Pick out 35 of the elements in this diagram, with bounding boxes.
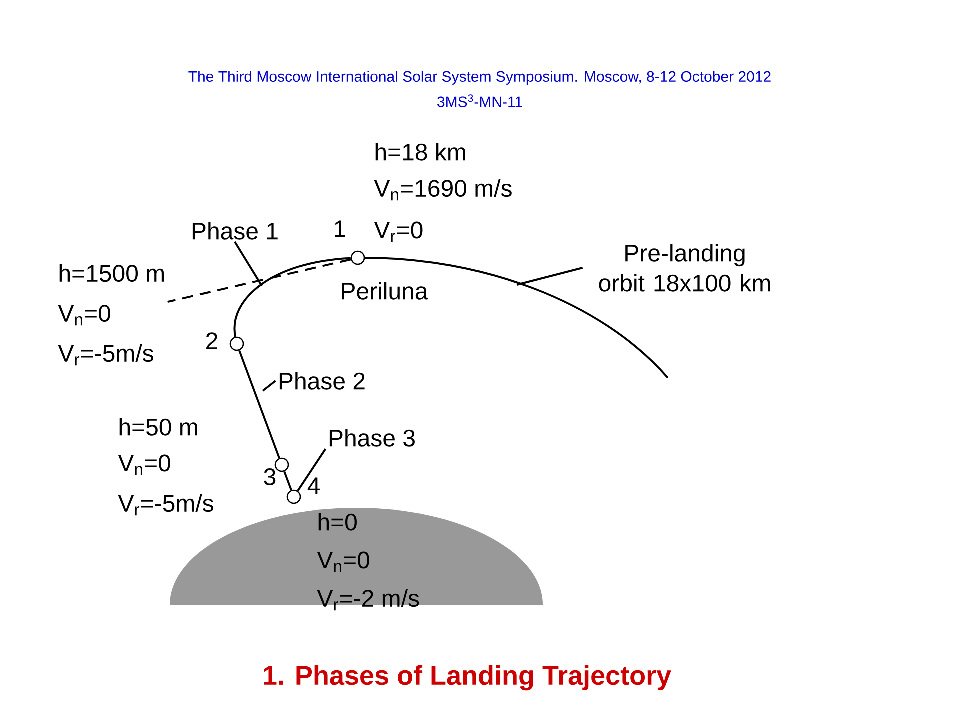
dashed-line bbox=[168, 258, 352, 304]
label-text: V$_{r}$=-2 m/s bbox=[317, 589, 420, 611]
trajectory-point bbox=[350, 250, 366, 266]
label-text: h=0 bbox=[318, 513, 357, 531]
phase-label: Phase 1 bbox=[192, 222, 278, 240]
label-text: Periluna bbox=[342, 282, 428, 300]
point-number: 3 bbox=[264, 468, 276, 486]
label-text: V$_{n}$=0 bbox=[317, 552, 370, 572]
header-text: 3MS$^{3}$-MN-11 bbox=[438, 94, 522, 108]
trajectory-line bbox=[238, 350, 280, 459]
label-text: h=18 km bbox=[376, 143, 466, 161]
trajectory-point bbox=[230, 336, 244, 352]
point-number: 2 bbox=[206, 332, 218, 350]
point-number: 4 bbox=[308, 478, 320, 494]
label-text: V$_{n}$=1690 m/s bbox=[374, 179, 512, 201]
label-text: V$_{r}$=-5m/s bbox=[118, 494, 214, 516]
trajectory-point bbox=[274, 458, 290, 472]
point-number: 1 bbox=[335, 220, 346, 238]
leader-line bbox=[516, 267, 584, 286]
leader-line bbox=[234, 242, 263, 287]
trajectory-line bbox=[234, 257, 351, 338]
leader-line bbox=[297, 448, 327, 492]
caption: 1. Phases of Landing Trajectory bbox=[264, 665, 672, 691]
phase-label: Phase 2 bbox=[280, 372, 365, 390]
orbit-label: Pre-landing orbit 18x100 km bbox=[599, 244, 770, 292]
label-text: h=50 m bbox=[120, 418, 198, 436]
phase-label: Phase 3 bbox=[330, 429, 415, 447]
header-text: The Third Moscow International Solar System Symposium. Moscow, 8-12 October 2012 bbox=[188, 71, 771, 85]
trajectory-line bbox=[284, 471, 292, 491]
state-text: h=1500 m V$_{n}$=0 V$_{r}$=-5m/s bbox=[58, 264, 164, 366]
trajectory-point bbox=[286, 490, 302, 504]
label-text: V$_{n}$=0 bbox=[118, 454, 170, 476]
leader-line bbox=[262, 380, 276, 392]
orbit-line bbox=[365, 257, 669, 379]
label-text: V$_{r}$=0 bbox=[374, 222, 423, 242]
